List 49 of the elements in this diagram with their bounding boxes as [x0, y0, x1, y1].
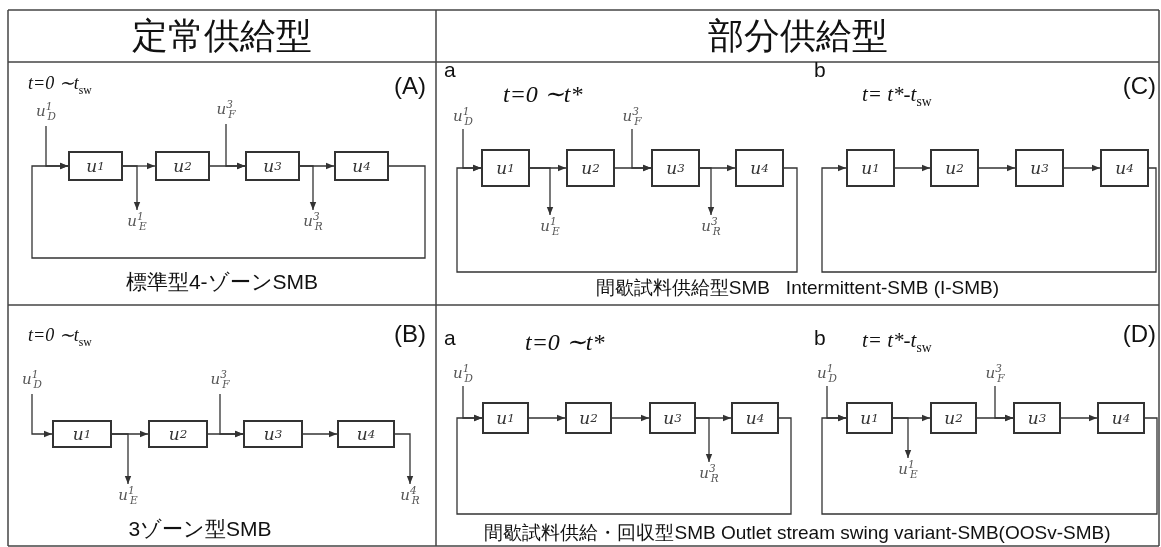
arrow: [122, 165, 141, 211]
arrow: [462, 128, 482, 172]
arrow: [1063, 164, 1101, 172]
arrow: [821, 164, 1157, 273]
panel-letter: (C): [1122, 72, 1156, 99]
arrow: [894, 164, 931, 172]
arrow: [299, 165, 317, 211]
arrow: [699, 167, 715, 216]
time-label: t=0 ∼t$_{sw}$: [28, 73, 92, 93]
section-heading: 部分供給型: [707, 15, 888, 56]
caption: 間歇試料供給型SMB Intermittent-SMB (I-SMB): [595, 277, 1000, 298]
caption: 標準型4-ゾーンSMB: [125, 270, 319, 293]
arrow: [695, 417, 713, 463]
caption: 3ゾーン型SMB: [128, 517, 272, 540]
panel-letter: (B): [394, 320, 426, 347]
arrow: [456, 414, 792, 515]
time-label: t= t*-t$_{sw}$: [862, 328, 932, 352]
arrow: [978, 164, 1016, 172]
arrow: [994, 385, 1014, 422]
panel-letter: a: [444, 58, 456, 81]
time-label: t= t*-t$_{sw}$: [862, 82, 932, 106]
arrow: [219, 393, 244, 438]
panel-letter: (A): [394, 72, 426, 99]
panel-letter: (D): [1122, 320, 1156, 347]
arrow: [462, 385, 483, 422]
arrow: [529, 167, 554, 216]
panel-letter: b: [814, 326, 826, 349]
arrow: [31, 393, 53, 438]
arrow: [1060, 414, 1098, 422]
arrow: [45, 125, 69, 170]
arrow: [892, 417, 912, 459]
panel-letter: b: [814, 58, 826, 81]
panel-letter: a: [444, 326, 456, 349]
arrow: [821, 414, 1158, 515]
time-label: t=0 ∼t$_{sw}$: [28, 325, 92, 345]
arrow: [302, 430, 338, 438]
arrow: [456, 164, 798, 273]
arrow: [394, 433, 414, 485]
arrow: [31, 162, 426, 259]
arrow: [631, 128, 652, 172]
time-label: t=0 ∼t*: [525, 329, 605, 355]
arrow: [611, 414, 650, 422]
arrow: [225, 123, 246, 170]
arrow: [528, 414, 566, 422]
arrow: [111, 433, 132, 485]
section-heading: 定常供給型: [132, 15, 312, 56]
caption: 間歇試料供給・回収型SMB Outlet stream swing variant-SMB(OOSv-SMB): [484, 522, 1111, 543]
time-label: t=0 ∼t*: [503, 81, 583, 107]
arrow: [826, 385, 847, 422]
